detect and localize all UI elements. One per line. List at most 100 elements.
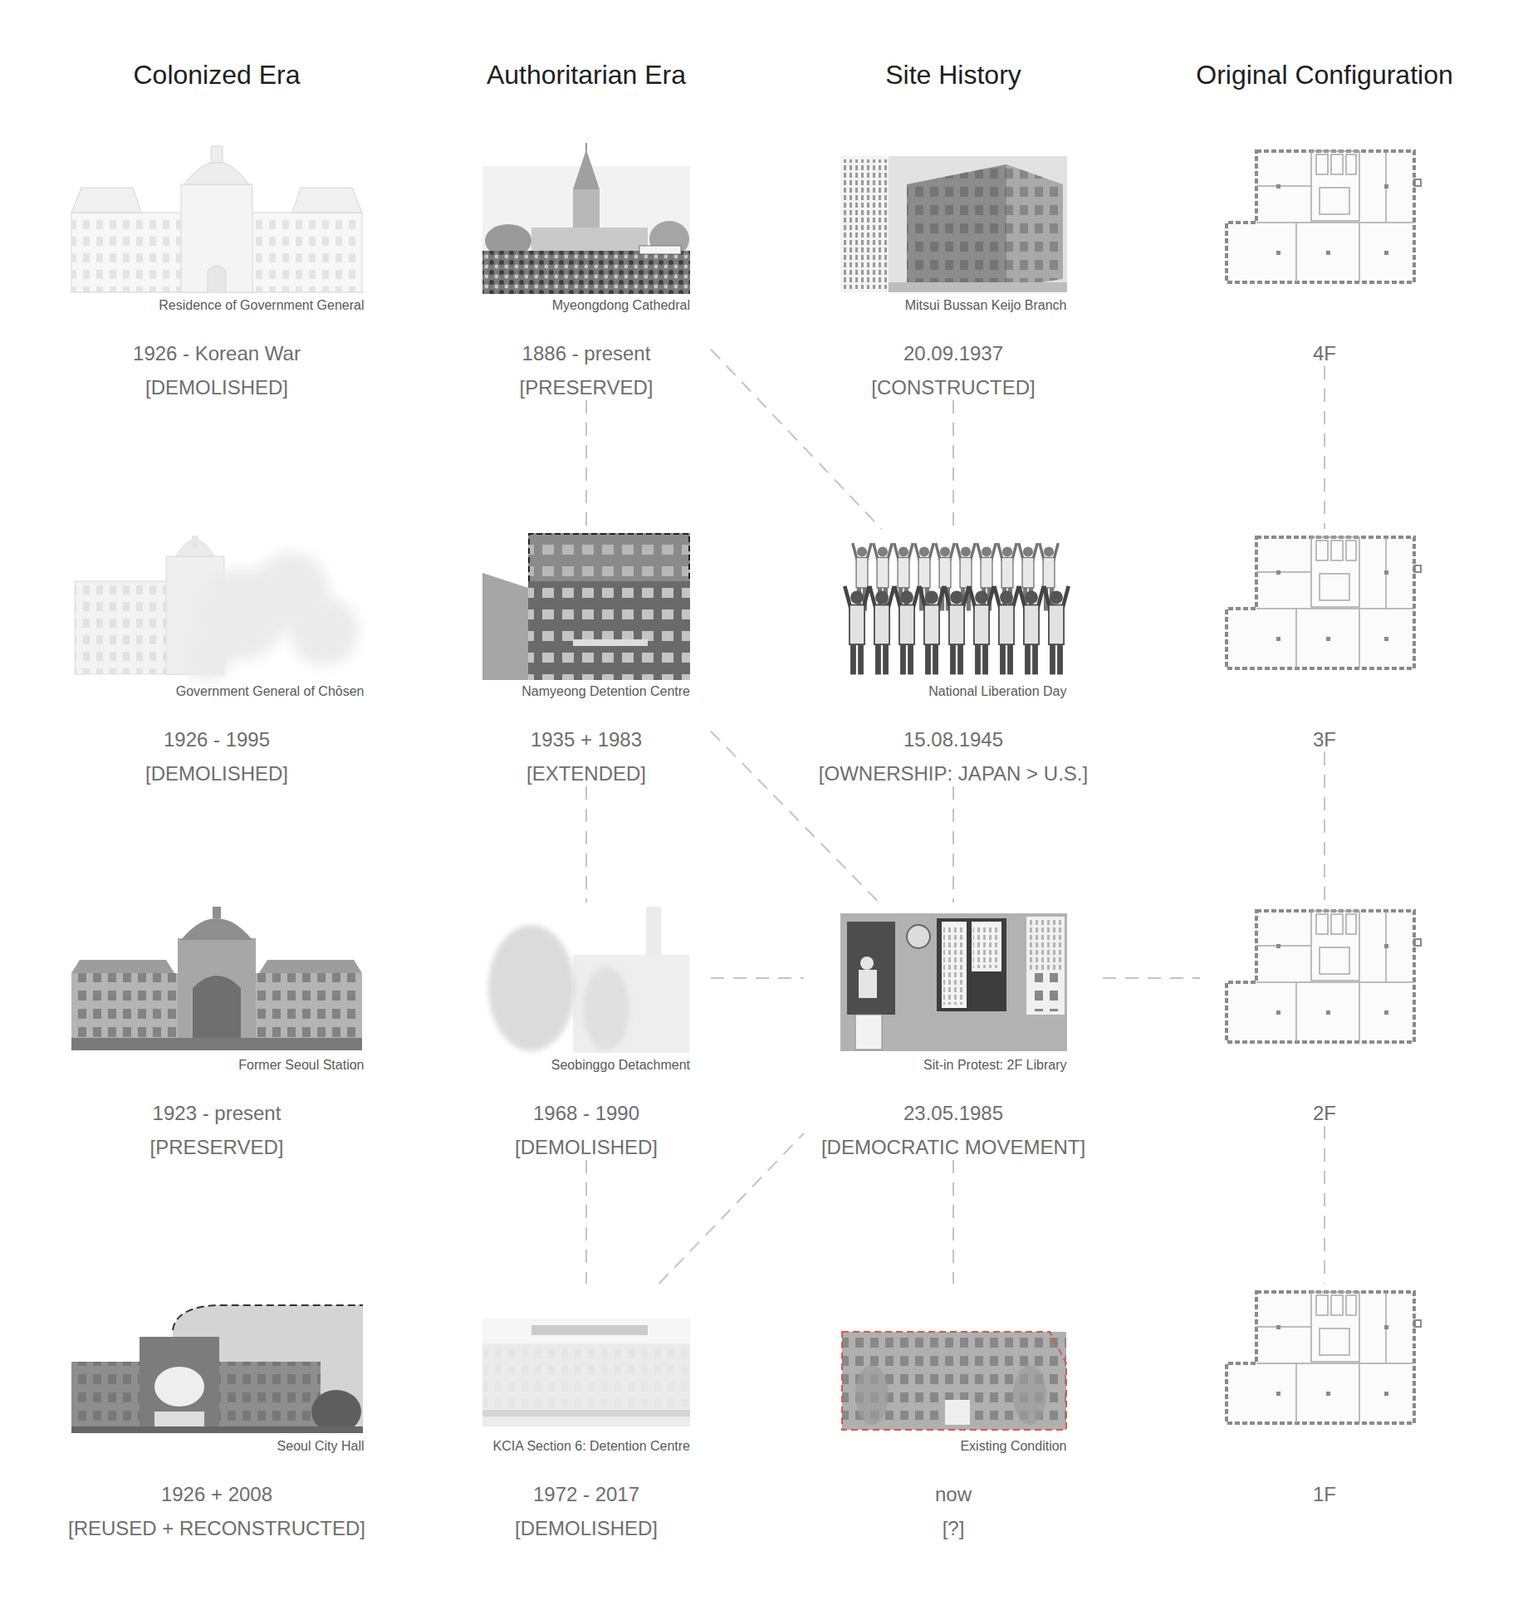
photo-caption: Residence of Government General bbox=[158, 297, 364, 314]
floor-label: 4F bbox=[1312, 341, 1337, 367]
photo-caption: Sit-in Protest: 2F Library bbox=[923, 1057, 1068, 1074]
photo-card: Namyeong Detention Centre1935 + 1983[EXT… bbox=[461, 528, 711, 787]
floor-label: 2F bbox=[1312, 1101, 1337, 1127]
dashed-connector bbox=[710, 731, 880, 903]
photo-caption: KCIA Section 6: Detention Centre bbox=[493, 1438, 691, 1455]
column-heading: Site History bbox=[885, 58, 1022, 92]
photo-frame bbox=[482, 142, 691, 294]
dashed-connector bbox=[952, 1160, 955, 1284]
photo-caption: Myeongdong Cathedral bbox=[552, 297, 691, 314]
photo-frame bbox=[840, 1283, 1068, 1435]
dashed-connector bbox=[1102, 977, 1200, 980]
dashed-connector bbox=[952, 400, 955, 529]
status-tag: [?] bbox=[942, 1516, 965, 1542]
dashed-connector bbox=[1323, 752, 1326, 903]
seoul-station-photo bbox=[71, 906, 363, 1051]
floor-label: 1F bbox=[1312, 1482, 1337, 1508]
photo-caption: Former Seoul Station bbox=[238, 1057, 364, 1074]
sit-in-photo bbox=[840, 913, 1068, 1052]
status-tag: [DEMOLISHED] bbox=[145, 375, 289, 401]
photo-card: Mitsui Bussan Keijo Branch20.09.1937[CON… bbox=[803, 142, 1103, 401]
status-tag: [DEMOLISHED] bbox=[514, 1135, 658, 1161]
seobinggo-photo bbox=[488, 906, 690, 1053]
date-text: 20.09.1937 bbox=[903, 341, 1004, 367]
photo-card: Seobinggo Detachment 1968 - 1990 [DEMOLISH… bbox=[461, 902, 711, 1161]
date-text: 23.05.1985 bbox=[903, 1101, 1004, 1127]
photo-caption: Namyeong Detention Centre bbox=[521, 683, 691, 701]
photo-card: Sit-in Protest: 2F Library 23.05.1985 [DEM… bbox=[803, 902, 1103, 1161]
photo-frame bbox=[840, 902, 1068, 1054]
mitsui-photo bbox=[840, 156, 1068, 293]
status-tag: [EXTENDED] bbox=[526, 761, 647, 787]
floor-plan-frame bbox=[1219, 1283, 1430, 1435]
photo-caption: Government General of Chōsen bbox=[176, 683, 365, 701]
floor-plan-card: 3F bbox=[1199, 528, 1450, 753]
status-tag: [PRESERVED] bbox=[519, 375, 654, 401]
floor-label: 3F bbox=[1312, 727, 1337, 753]
photo-frame bbox=[482, 1283, 691, 1435]
dashed-connector bbox=[710, 349, 882, 529]
photo-card: Former Seoul Station 1923 - present [PRESE… bbox=[50, 902, 383, 1161]
column-heading: Authoritarian Era bbox=[486, 58, 686, 92]
floor-plan-card: 1F bbox=[1199, 1283, 1450, 1508]
photo-caption: Seoul City Hall bbox=[277, 1438, 365, 1455]
status-tag: [PRESERVED] bbox=[150, 1135, 285, 1161]
floor-plans bbox=[1226, 151, 1421, 1424]
status-tag: [DEMOLISHED] bbox=[145, 761, 289, 787]
photo-caption: Existing Condition bbox=[959, 1438, 1067, 1455]
liberation-crowd-photo bbox=[844, 543, 1068, 675]
date-text: 1926 + 2008 bbox=[161, 1482, 273, 1508]
status-tag: [DEMOCRATIC MOVEMENT] bbox=[821, 1135, 1086, 1161]
photo-frame bbox=[69, 902, 365, 1054]
photo-card: KCIA Section 6: Detention Centre 1972 - 2… bbox=[461, 1283, 711, 1542]
dashed-connector bbox=[1323, 1126, 1326, 1284]
floor-plan-card: 2F bbox=[1199, 902, 1450, 1127]
photo-frame bbox=[840, 528, 1068, 681]
existing-condition-photo bbox=[842, 1331, 1067, 1430]
date-text: 1926 - 1995 bbox=[163, 727, 270, 753]
photo-card: Seoul City Hall 1926 + 2008 [REUSED + RECO… bbox=[50, 1283, 383, 1542]
photo-card: National Liberation Day15.08.1945[OWNERS… bbox=[803, 528, 1103, 787]
status-tag: [REUSED + RECONSTRUCTED] bbox=[68, 1516, 366, 1542]
photo-card: Residence of Government General 1926 - Ko… bbox=[50, 142, 383, 401]
photo-card: Myeongdong Cathedral 1886 - present [PRESE… bbox=[461, 142, 711, 401]
kcia-photo bbox=[482, 1318, 691, 1427]
photo-frame bbox=[482, 528, 691, 681]
dashed-connector bbox=[659, 1133, 804, 1284]
photo-caption: Seobinggo Detachment bbox=[551, 1057, 691, 1074]
floor-plan-card: 4F bbox=[1199, 142, 1450, 367]
photo-card: Existing Condition now [?] bbox=[803, 1283, 1103, 1542]
column-heading: Colonized Era bbox=[133, 58, 301, 92]
photo-frame bbox=[840, 142, 1068, 294]
date-text: 1923 - present bbox=[152, 1101, 282, 1127]
column-heading: Original Configuration bbox=[1195, 58, 1454, 92]
floor-plan-frame bbox=[1219, 142, 1430, 294]
cathedral-photo bbox=[482, 142, 691, 294]
photo-frame bbox=[69, 528, 365, 681]
government-general-photo bbox=[74, 535, 359, 681]
photo-frame bbox=[69, 1283, 365, 1435]
residence-photo bbox=[69, 146, 365, 293]
floor-plan-frame bbox=[1219, 528, 1430, 681]
namyeong-photo bbox=[482, 533, 691, 681]
dashed-connector bbox=[585, 400, 588, 529]
photo-caption: Mitsui Bussan Keijo Branch bbox=[905, 297, 1068, 314]
dashed-connector bbox=[585, 1160, 588, 1284]
date-text: 1972 - 2017 bbox=[533, 1482, 640, 1508]
date-text: now bbox=[935, 1482, 972, 1508]
date-text: 1886 - present bbox=[522, 341, 652, 367]
status-tag: [OWNERSHIP: JAPAN > U.S.] bbox=[818, 761, 1088, 787]
dashed-connector bbox=[952, 786, 955, 903]
city-hall-photo bbox=[71, 1305, 363, 1434]
floor-plan-frame bbox=[1219, 902, 1430, 1054]
photo-card: Government General of Chōsen 1926 - 1995 [… bbox=[50, 528, 383, 787]
dashed-connector bbox=[585, 786, 588, 903]
date-text: 15.08.1945 bbox=[903, 727, 1004, 753]
dashed-connector bbox=[710, 977, 804, 980]
date-text: 1968 - 1990 bbox=[533, 1101, 640, 1127]
date-text: 1926 - Korean War bbox=[132, 341, 301, 367]
